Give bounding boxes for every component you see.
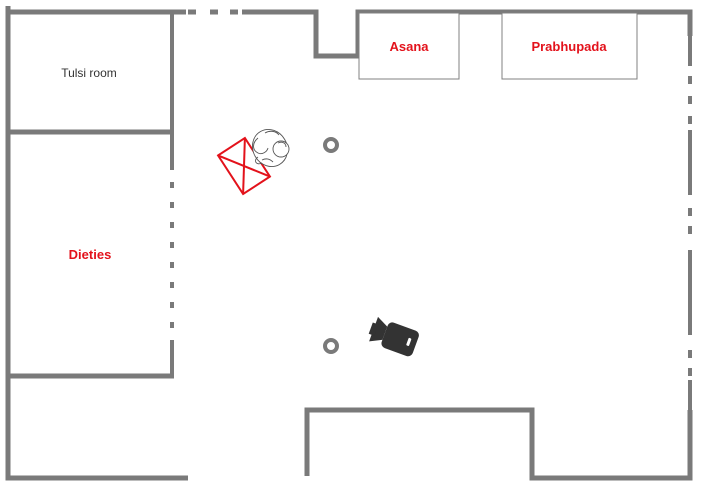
camera-icon[interactable] [366,316,420,358]
tulsi-room: Tulsi room [8,10,174,135]
tulsi-room-label: Tulsi room [61,66,117,80]
pillar-upper [323,137,339,153]
deities-room: Dieties [8,132,174,379]
asana-box[interactable]: Asana [358,12,460,80]
wall-right-lower [304,407,693,481]
asana-label: Asana [389,39,429,54]
pillar-lower [323,338,339,354]
seated-person-icon [252,129,290,167]
prabhupada-box[interactable]: Prabhupada [501,12,638,80]
prabhupada-label: Prabhupada [531,39,607,54]
deities-room-label: Dieties [69,247,112,262]
wall-top-notch [242,9,693,59]
wall-left [5,12,188,481]
